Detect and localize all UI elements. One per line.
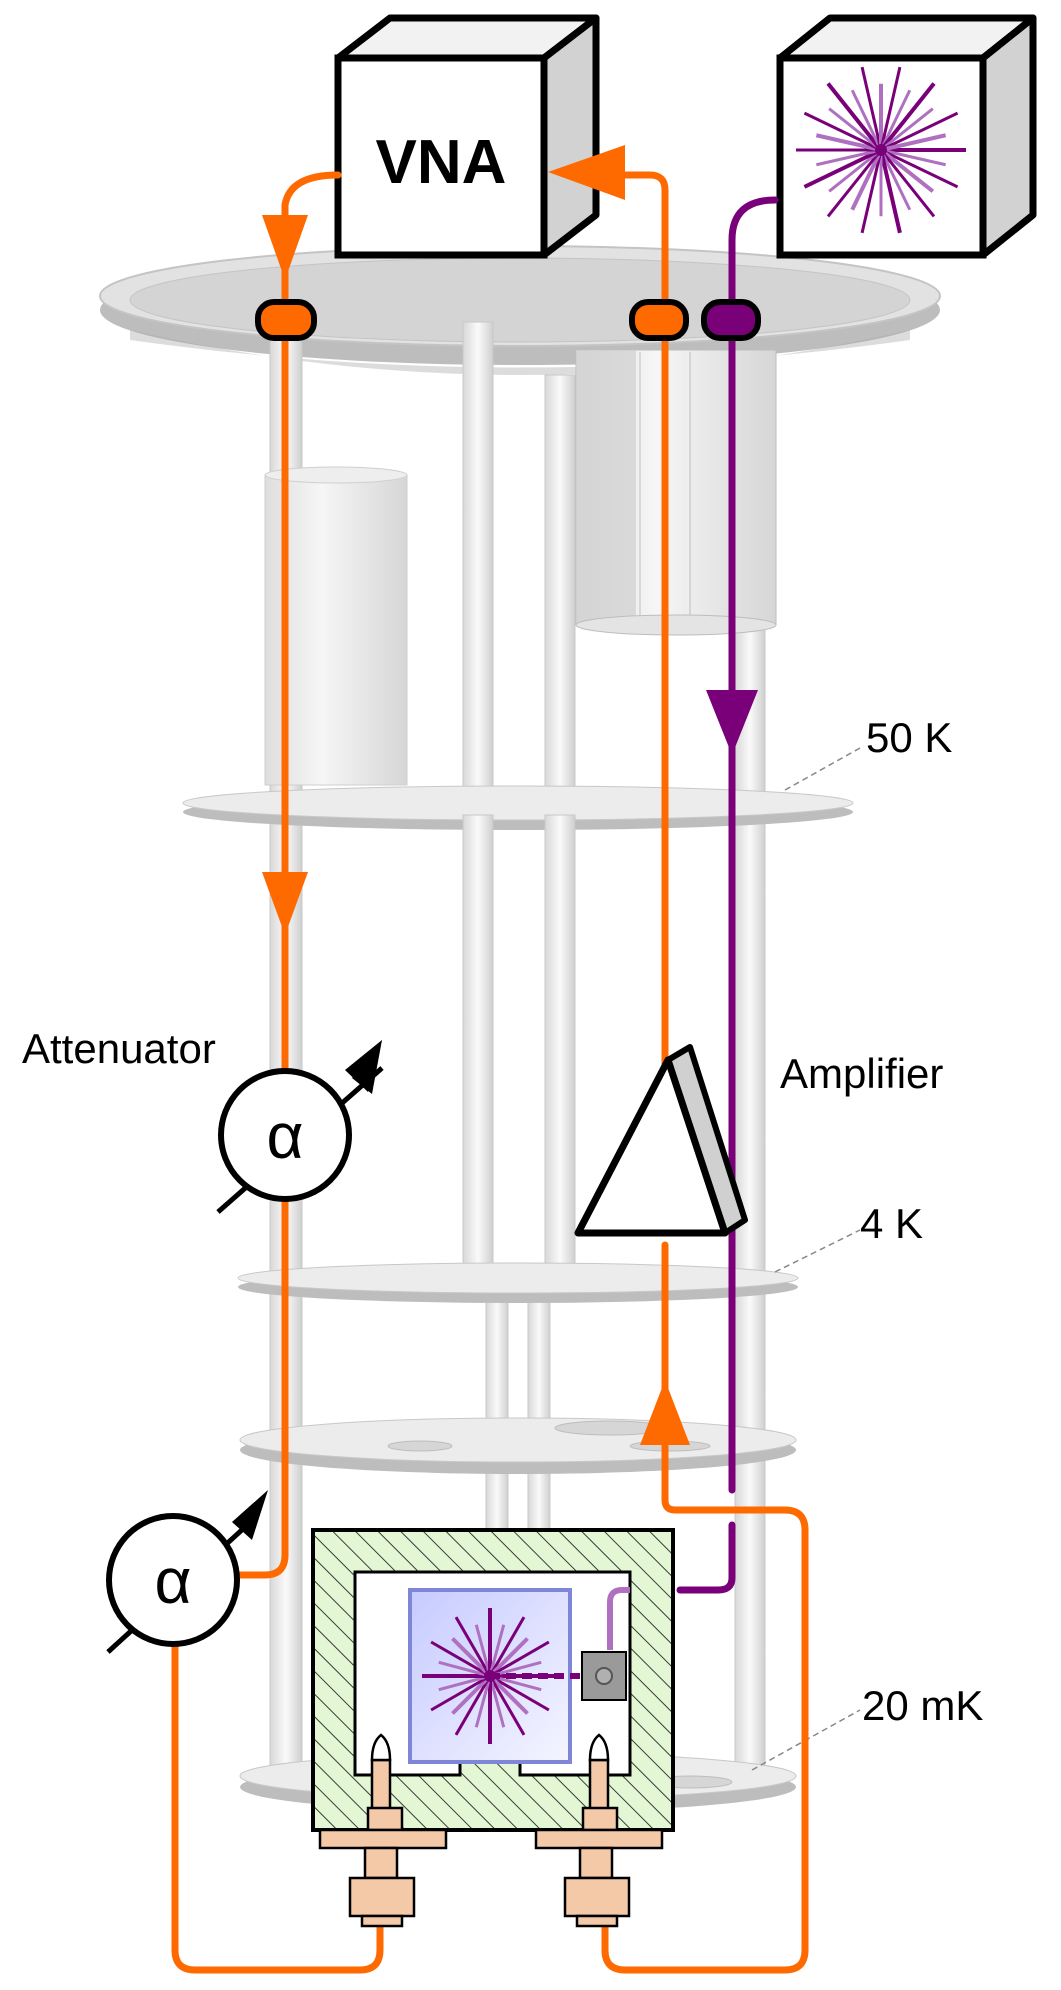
- attenuator-label: Attenuator: [22, 1025, 216, 1072]
- starburst-ray: [489, 1674, 550, 1712]
- starburst-ray: [880, 148, 959, 189]
- starburst-ray: [803, 111, 882, 152]
- starburst-ray: [860, 66, 883, 151]
- amplifier: [574, 1044, 748, 1237]
- rods-mid: [462, 814, 576, 1286]
- vna-label: VNA: [376, 128, 507, 197]
- starburst-ray: [489, 1640, 550, 1678]
- plate-50k: [182, 785, 854, 830]
- starburst-ray: [879, 149, 936, 218]
- starburst-ray: [474, 1675, 492, 1728]
- starburst-ray: [880, 133, 947, 152]
- top-plate: [99, 245, 941, 375]
- attenuator-2: [106, 1490, 268, 1654]
- starburst-ray: [438, 1660, 491, 1678]
- starburst-ray: [803, 148, 882, 189]
- starburst-ray: [879, 66, 902, 151]
- starburst-ray: [430, 1640, 491, 1678]
- starburst-ray: [850, 149, 883, 211]
- stage-4k-label: 4 K: [860, 1200, 923, 1247]
- starburst-ray: [454, 1675, 492, 1736]
- starburst-ray: [828, 148, 882, 193]
- amplifier-label: Amplifier: [780, 1050, 943, 1097]
- starburst-ray: [488, 1675, 506, 1728]
- arrow-into-vna: [548, 145, 625, 200]
- plate-intermediate: [239, 1417, 797, 1474]
- starburst-center: [875, 144, 887, 156]
- starburst-ray: [438, 1674, 491, 1692]
- starburst-ray: [454, 1616, 492, 1677]
- starburst-ray: [828, 107, 882, 152]
- top-connectors: [255, 299, 761, 341]
- stage-20mk-label: 20 mK: [862, 1682, 983, 1729]
- starburst-ray: [488, 1624, 506, 1677]
- arrow-purple-down: [706, 690, 758, 755]
- starburst-icon: [796, 66, 966, 234]
- attenuator-2-symbol: α: [155, 1545, 192, 1617]
- starburst-ray: [879, 149, 912, 211]
- arrow-down-2: [262, 872, 308, 935]
- starburst-ray: [430, 1674, 491, 1712]
- left-cylinder: [264, 466, 408, 786]
- starburst-ray: [880, 107, 934, 152]
- stage-50k-label: 50 K: [866, 714, 952, 761]
- right-cylinder: [575, 349, 777, 636]
- plate-4k: [237, 1262, 799, 1303]
- starburst-ray: [488, 1637, 529, 1678]
- starburst-ray: [879, 82, 936, 152]
- starburst-ray: [860, 149, 883, 234]
- attenuator-1-symbol: α: [267, 1100, 304, 1172]
- starburst-ray: [880, 148, 946, 167]
- sma-connectors: [318, 1806, 664, 1928]
- purple-pump-line: [676, 196, 779, 1594]
- attenuator-1: [216, 1040, 384, 1214]
- starburst-ray: [488, 1675, 526, 1736]
- starburst-ray: [826, 82, 883, 152]
- starburst-ray: [826, 149, 883, 218]
- starburst-ray: [879, 148, 935, 193]
- starburst-ray: [879, 149, 902, 234]
- light-purple-line: [607, 1587, 630, 1650]
- orange-return-line: [171, 171, 809, 1974]
- starburst-ray: [474, 1624, 492, 1677]
- vna-box: [334, 14, 600, 259]
- starburst-ray: [816, 148, 882, 167]
- starburst-ray: [879, 89, 912, 151]
- starburst-ray: [815, 133, 882, 152]
- starburst-ray: [488, 1674, 529, 1715]
- arrow-up-return: [640, 1380, 690, 1445]
- coupler-block: [581, 1651, 627, 1701]
- starburst-ray: [488, 1616, 526, 1677]
- starburst-ray: [880, 111, 959, 152]
- feedthrough-pins: [370, 1733, 610, 1814]
- starburst-ray: [451, 1637, 492, 1678]
- starburst-ray: [850, 89, 883, 151]
- starburst-ray: [451, 1674, 492, 1715]
- arrow-down-1: [262, 215, 308, 280]
